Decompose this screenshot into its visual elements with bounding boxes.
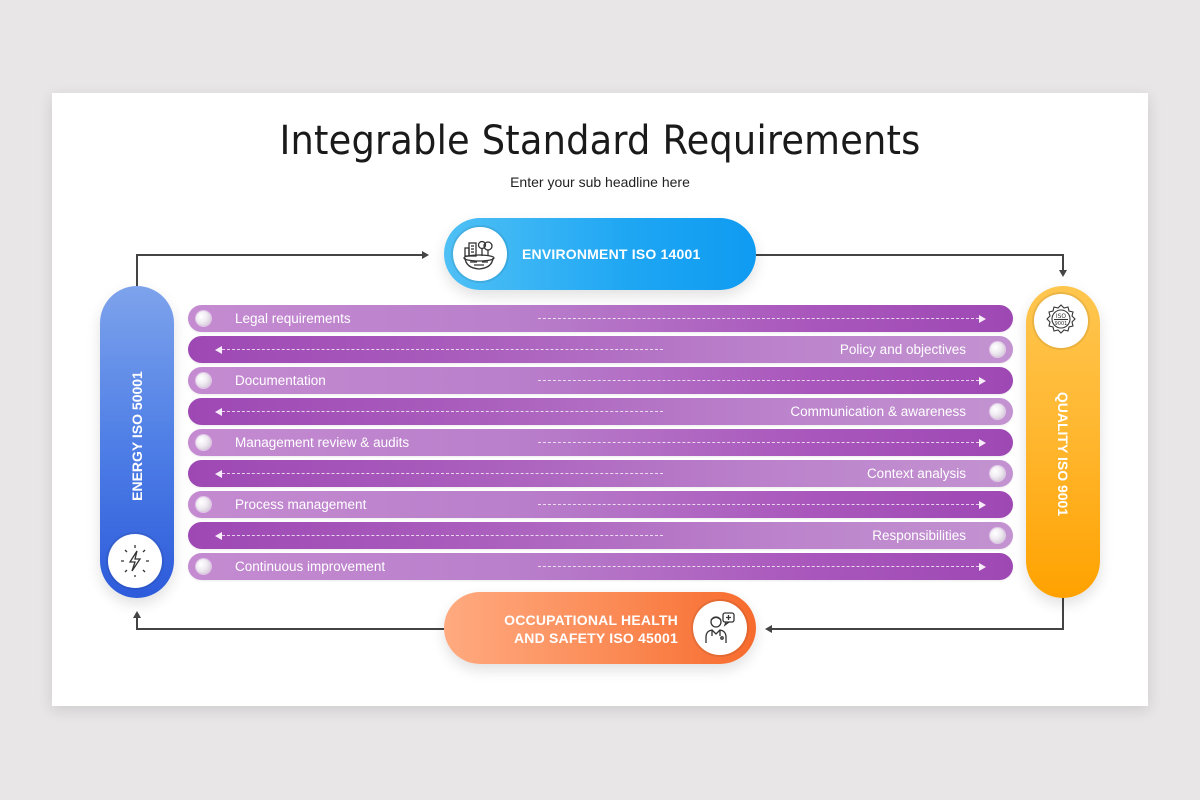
quality-label: QUALITY ISO 9001	[1055, 391, 1071, 517]
requirement-bar: Continuous improvement	[188, 553, 1013, 580]
energy-iso-50001-pill: ENERGY ISO 50001	[100, 286, 174, 598]
requirement-label: Context analysis	[866, 466, 966, 481]
bullet-knob	[196, 435, 211, 450]
ohs-label-line2: AND SAFETY ISO 45001	[513, 630, 678, 646]
requirement-bar: Context analysis	[188, 460, 1013, 487]
environment-iso-14001-pill: ENVIRONMENT ISO 14001	[444, 218, 756, 290]
requirement-label: Policy and objectives	[839, 342, 966, 357]
requirement-label: Management review & audits	[235, 435, 410, 450]
dashed-arrow-left-icon	[222, 473, 663, 474]
requirement-bar: Legal requirements	[188, 305, 1013, 332]
lightning-icon	[108, 534, 162, 588]
dashed-arrow-left-icon	[222, 349, 663, 350]
city-nature-icon	[453, 227, 507, 281]
requirement-bar: Responsibilities	[188, 522, 1013, 549]
bullet-knob	[196, 373, 211, 388]
requirement-bar: Process management	[188, 491, 1013, 518]
requirement-label: Responsibilities	[872, 528, 966, 543]
requirement-bar: Policy and objectives	[188, 336, 1013, 363]
requirement-label: Documentation	[235, 373, 326, 388]
energy-label: ENERGY ISO 50001	[129, 371, 145, 501]
bullet-knob	[196, 311, 211, 326]
dashed-arrow-right-icon	[538, 442, 979, 443]
page-title: Integrable Standard Requirements	[279, 118, 921, 164]
requirement-bar: Communication & awareness	[188, 398, 1013, 425]
requirement-bar: Management review & audits	[188, 429, 1013, 456]
dashed-arrow-right-icon	[538, 504, 979, 505]
dashed-arrow-right-icon	[538, 566, 979, 567]
ohs-label: OCCUPATIONAL HEALTH AND SAFETY ISO 45001	[504, 611, 678, 647]
ohs-label-line1: OCCUPATIONAL HEALTH	[504, 612, 678, 628]
bullet-knob	[990, 528, 1005, 543]
doctor-icon	[693, 601, 747, 655]
bullet-knob	[196, 559, 211, 574]
requirement-label: Communication & awareness	[790, 404, 966, 419]
bullet-knob	[990, 404, 1005, 419]
dashed-arrow-left-icon	[222, 411, 663, 412]
requirement-label: Legal requirements	[235, 311, 351, 326]
svg-text:9001: 9001	[1055, 321, 1068, 327]
dashed-arrow-right-icon	[538, 380, 979, 381]
requirement-bar: Documentation	[188, 367, 1013, 394]
dashed-arrow-left-icon	[222, 535, 663, 536]
dashed-arrow-right-icon	[538, 318, 979, 319]
iso-9001-seal-icon: ISO 9001	[1034, 294, 1088, 348]
bullet-knob	[196, 497, 211, 512]
requirement-label: Continuous improvement	[235, 559, 386, 574]
bullet-knob	[990, 342, 1005, 357]
bullet-knob	[990, 466, 1005, 481]
requirement-label: Process management	[235, 497, 367, 512]
ohs-iso-45001-pill: OCCUPATIONAL HEALTH AND SAFETY ISO 45001	[444, 592, 756, 664]
environment-label: ENVIRONMENT ISO 14001	[522, 246, 701, 262]
quality-iso-9001-pill: ISO 9001 QUALITY ISO 9001	[1026, 286, 1100, 598]
svg-text:ISO: ISO	[1056, 313, 1067, 320]
page-subtitle: Enter your sub headline here	[510, 174, 690, 190]
